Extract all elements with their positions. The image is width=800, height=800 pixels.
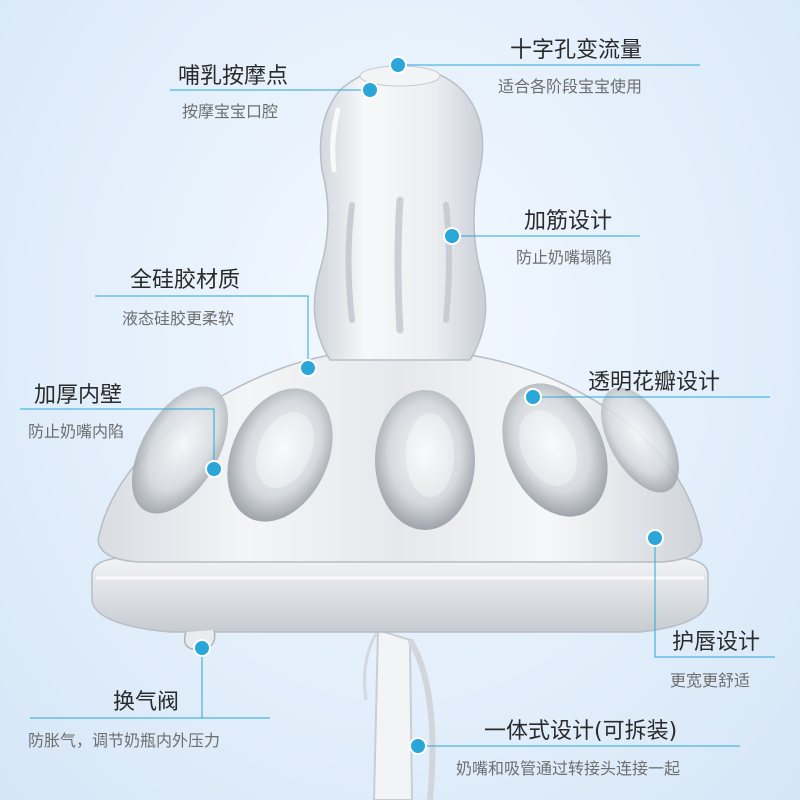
callout-integrated-title: 一体式设计(可拆装) [484,719,678,744]
callout-dot-icon [205,460,223,478]
callout-massage-points-subtitle: 按摩宝宝口腔 [182,102,279,121]
callout-dot-icon [193,639,211,657]
leader-lines [20,64,775,747]
callout-cross-hole-title: 十字孔变流量 [510,38,643,63]
callout-thick-wall-title: 加厚内壁 [34,383,123,408]
callout-lip-guard-title: 护唇设计 [672,630,761,655]
callout-cross-hole-subtitle: 适合各阶段宝宝使用 [498,77,643,96]
callout-petal-title: 透明花瓣设计 [588,370,721,395]
callout-dot-icon [443,227,461,245]
callout-dot-icon [646,529,664,547]
callout-massage-points-title: 哺乳按摩点 [178,64,289,89]
callout-ribs-title: 加筋设计 [524,209,613,234]
callout-dot-icon [299,359,317,377]
callout-dot-icon [361,81,379,99]
callout-integrated-subtitle: 奶嘴和吸管通过转接头连接一起 [456,759,681,778]
callout-dot-icon [524,388,542,406]
callout-dot-icon [409,737,427,755]
callout-vent-valve-title: 换气阀 [113,690,180,715]
callout-lip-guard-subtitle: 更宽更舒适 [670,671,751,690]
callout-ribs-subtitle: 防止奶嘴塌陷 [516,248,613,267]
callout-thick-wall-subtitle: 防止奶嘴内陷 [28,422,125,441]
callout-dot-icon [389,56,407,74]
callout-vent-valve-subtitle: 防胀气，调节奶瓶内外压力 [28,731,221,750]
callout-silicone-subtitle: 液态硅胶更柔软 [122,309,235,328]
callout-silicone-title: 全硅胶材质 [130,268,241,293]
